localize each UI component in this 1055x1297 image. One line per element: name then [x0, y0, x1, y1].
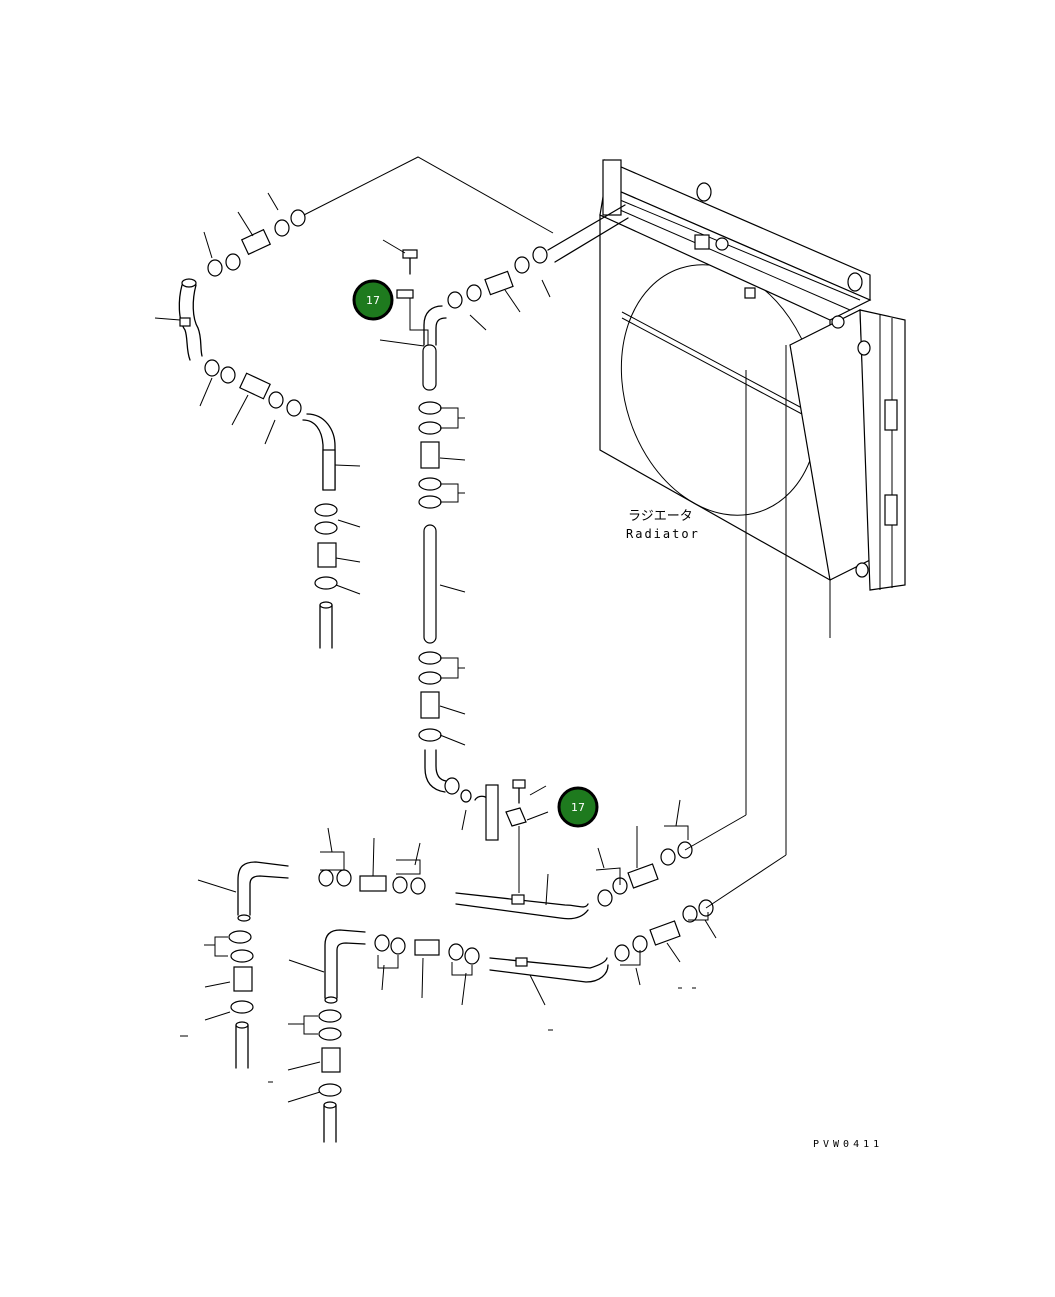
center-hose-route — [379, 239, 551, 795]
callout-circle-1 — [352, 279, 394, 321]
radiator-assembly: ラジエータ Radiator — [547, 159, 906, 855]
drawing-code: PVW0411 — [813, 1139, 883, 1150]
upper-left-hose-route — [154, 156, 554, 649]
callout-number-2: 17 — [571, 801, 585, 814]
radiator-label-jp: ラジエータ — [628, 509, 693, 524]
lower-pipe-upper-row — [180, 799, 747, 1069]
tee-fitting-area — [460, 779, 549, 893]
radiator-label-en: Radiator — [626, 527, 700, 541]
callout-badge-1[interactable]: 17 — [352, 279, 394, 321]
callout-number-1: 17 — [366, 294, 380, 307]
lower-pipe-bottom-row — [268, 854, 787, 1143]
callout-circle-2 — [557, 786, 599, 828]
callout-badge-2[interactable]: 17 — [557, 786, 599, 828]
